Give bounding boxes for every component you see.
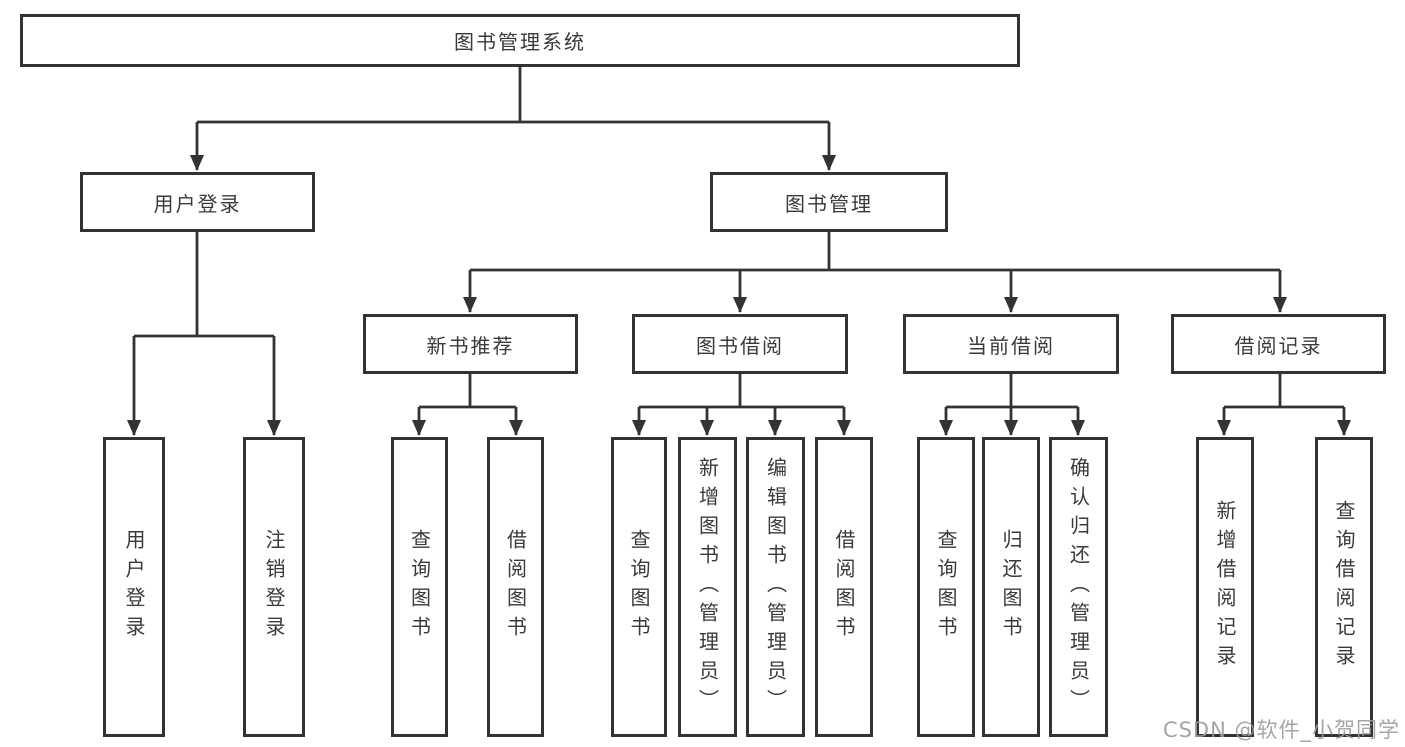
node-new-book-recommend: 新书推荐 xyxy=(363,314,578,374)
node-book-borrowing-label: 图书借阅 xyxy=(696,333,784,358)
watermark: CSDN @软件_小贺同学 xyxy=(1162,718,1400,742)
node-root: 图书管理系统 xyxy=(20,14,1020,67)
node-current-borrowing-label: 当前借阅 xyxy=(967,333,1055,358)
node-user-login: 用户登录 xyxy=(80,172,315,232)
leaf-user-login-label: 用户登录 xyxy=(122,529,146,645)
leaf-query-books-1-label: 查询图书 xyxy=(407,529,432,645)
leaf-logout: 注销登录 xyxy=(243,437,305,737)
leaf-edit-books-admin: 编辑图书（管理员） xyxy=(746,437,805,737)
leaf-borrow-books-1: 借阅图书 xyxy=(487,437,544,737)
leaf-query-books-3: 查询图书 xyxy=(917,437,975,737)
leaf-query-books-3-label: 查询图书 xyxy=(934,529,958,645)
leaf-logout-label: 注销登录 xyxy=(262,529,286,645)
leaf-query-books-2: 查询图书 xyxy=(611,437,667,737)
leaf-add-books-admin: 新增图书（管理员） xyxy=(678,437,737,737)
leaf-confirm-return-admin: 确认归还（管理员） xyxy=(1049,437,1108,737)
node-root-label: 图书管理系统 xyxy=(454,30,586,54)
leaf-edit-books-admin-label: 编辑图书（管理员） xyxy=(763,456,788,718)
leaf-user-login: 用户登录 xyxy=(103,437,165,737)
leaf-add-books-admin-label: 新增图书（管理员） xyxy=(695,456,720,718)
leaf-confirm-return-admin-label: 确认归还（管理员） xyxy=(1066,456,1091,718)
leaf-query-books-1: 查询图书 xyxy=(391,437,448,737)
leaf-borrow-books-2-label: 借阅图书 xyxy=(832,529,856,645)
leaf-query-books-2-label: 查询图书 xyxy=(627,529,651,645)
leaf-borrow-books-2: 借阅图书 xyxy=(815,437,873,737)
leaf-return-books-label: 归还图书 xyxy=(999,529,1023,645)
node-book-borrowing: 图书借阅 xyxy=(632,314,848,374)
node-borrowing-records: 借阅记录 xyxy=(1171,314,1386,374)
leaf-add-borrow-record: 新增借阅记录 xyxy=(1196,437,1254,737)
node-book-management-label: 图书管理 xyxy=(785,191,873,216)
leaf-borrow-books-1-label: 借阅图书 xyxy=(503,529,528,645)
node-new-book-recommend-label: 新书推荐 xyxy=(426,333,515,358)
leaf-return-books: 归还图书 xyxy=(982,437,1040,737)
node-borrowing-records-label: 借阅记录 xyxy=(1234,333,1323,358)
leaf-query-borrow-record-label: 查询借阅记录 xyxy=(1332,500,1356,674)
leaf-query-borrow-record: 查询借阅记录 xyxy=(1315,437,1373,737)
node-current-borrowing: 当前借阅 xyxy=(903,314,1119,374)
node-user-login-label: 用户登录 xyxy=(153,191,242,216)
node-book-management: 图书管理 xyxy=(710,172,948,232)
leaf-add-borrow-record-label: 新增借阅记录 xyxy=(1213,500,1237,674)
